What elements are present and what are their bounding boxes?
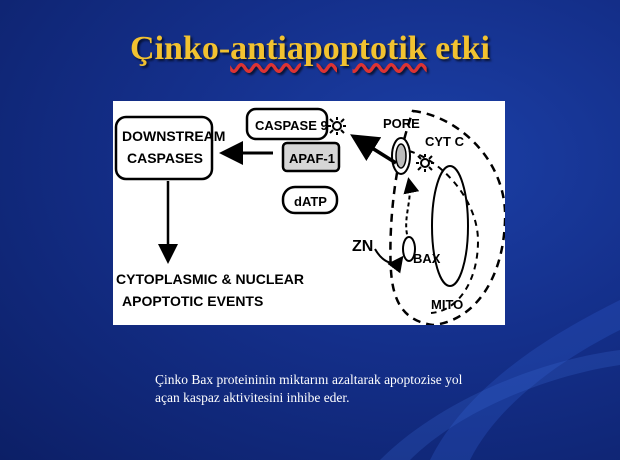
downstream-label-1: DOWNSTREAM [122, 128, 225, 144]
apaf1-label: APAF-1 [289, 151, 335, 166]
bax-translocation-arrow [403, 177, 420, 242]
events-label-1: CYTOPLASMIC & NUCLEAR [116, 271, 304, 287]
downstream-label-2: CASPASES [127, 150, 203, 166]
slide-caption: Çinko Bax proteininin miktarını azaltara… [155, 371, 535, 407]
caption-line-2: açan kaspaz aktivitesini inhibe eder. [155, 390, 350, 405]
pore-label: PORE [383, 116, 420, 131]
zn-label: ZN [352, 238, 373, 255]
title-underlined-word: antiapoptotik [230, 30, 427, 67]
caption-line-1: Çinko Bax proteininin miktarını azaltara… [155, 372, 463, 387]
apoptosis-diagram: DOWNSTREAM CASPASES CASPASE 9 APAF-1 dAT… [113, 101, 505, 325]
caspase9-label: CASPASE 9 [255, 118, 328, 133]
cytc-star-icon [416, 154, 434, 172]
caspase9-star-icon [328, 117, 346, 135]
slide-title: Çinko-antiapoptotik etki [0, 30, 620, 68]
downstream-caspases-box [114, 115, 214, 181]
datp-label: dATP [294, 194, 327, 209]
pore-icon [391, 137, 411, 175]
arrow-cytc-to-caspase9 [350, 134, 397, 165]
events-label-2: APOPTOTIC EVENTS [122, 293, 263, 309]
apaf1-box [281, 141, 341, 173]
bax-label: BAX [413, 251, 441, 266]
zn-inhibition-arrow [374, 248, 404, 274]
mitochondrion-inner [408, 150, 480, 314]
title-suffix: etki [426, 30, 490, 67]
cytc-label: CYT C [425, 134, 465, 149]
diagram-canvas: DOWNSTREAM CASPASES CASPASE 9 APAF-1 dAT… [114, 107, 505, 325]
mito-label: MITO [431, 297, 463, 312]
mitochondrion-outer [389, 109, 505, 325]
datp-box [281, 185, 339, 215]
title-prefix: Çinko- [130, 30, 231, 67]
mitochondrion-matrix [431, 165, 469, 287]
bax-protein-icon [402, 236, 416, 262]
caspase9-box [245, 107, 329, 141]
